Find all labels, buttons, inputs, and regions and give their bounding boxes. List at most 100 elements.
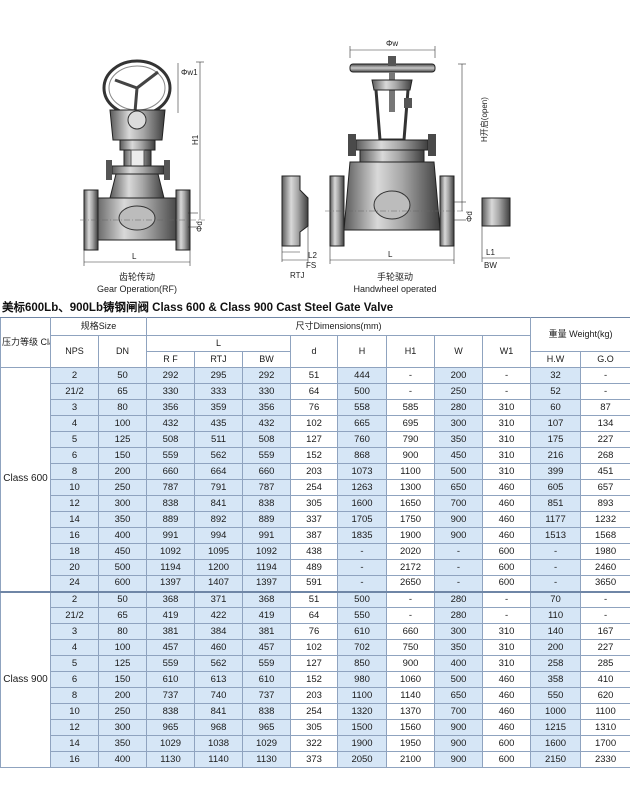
cell-w: 900 — [434, 527, 484, 544]
cell-nps: 14 — [50, 511, 99, 528]
cell-w1: 310 — [482, 463, 532, 480]
cell-w1: 600 — [482, 543, 532, 560]
cell-d: 305 — [290, 495, 339, 512]
cell-d: 373 — [290, 751, 339, 768]
cell-d: 254 — [290, 479, 339, 496]
cell-weight-go: - — [580, 607, 630, 624]
cell-l-rf: 1397 — [146, 575, 196, 592]
cell-dn: 350 — [97, 511, 148, 528]
cell-w: 250 — [434, 383, 484, 400]
cell-w: - — [434, 575, 484, 592]
cell-weight-go: 227 — [580, 639, 630, 656]
cell-l-rf: 457 — [146, 639, 196, 656]
cell-h: 760 — [337, 431, 388, 448]
cell-l-rtj: 1200 — [194, 559, 244, 576]
cell-w1: 460 — [482, 479, 532, 496]
cell-nps: 12 — [50, 495, 99, 512]
bw-end-detail — [481, 197, 511, 227]
rtj-flange-detail — [281, 175, 309, 247]
cell-l-bw: 508 — [242, 431, 292, 448]
cell-weight-go: 657 — [580, 479, 630, 496]
cell-w1: 460 — [482, 719, 532, 736]
cell-nps: 21/2 — [50, 607, 99, 624]
cell-dn: 80 — [97, 623, 148, 640]
cell-weight-hw: 107 — [530, 415, 582, 432]
cell-w1: 310 — [482, 447, 532, 464]
cell-h: - — [337, 543, 388, 560]
cell-l-rf: 508 — [146, 431, 196, 448]
cell-weight-go: 3650 — [580, 575, 630, 592]
cell-h1: - — [386, 607, 436, 624]
cell-d: 102 — [290, 415, 339, 432]
cell-h1: 900 — [386, 655, 436, 672]
cell-l-rtj: 892 — [194, 511, 244, 528]
cell-dn: 400 — [97, 751, 148, 768]
cell-l-rf: 838 — [146, 703, 196, 720]
cell-w: 900 — [434, 511, 484, 528]
cell-h: 1073 — [337, 463, 388, 480]
right-rtj-label: RTJ — [290, 271, 305, 280]
cell-w: 280 — [434, 590, 484, 608]
cell-l-rtj: 664 — [194, 463, 244, 480]
cell-h: 868 — [337, 447, 388, 464]
cell-d: 387 — [290, 527, 339, 544]
cell-nps: 14 — [50, 735, 99, 752]
cell-l-rtj: 968 — [194, 719, 244, 736]
cell-l-bw: 838 — [242, 495, 292, 512]
cell-l-rf: 838 — [146, 495, 196, 512]
cell-w: 900 — [434, 751, 484, 768]
cell-l-bw: 368 — [242, 590, 292, 608]
cell-w: 700 — [434, 495, 484, 512]
cell-nps: 4 — [50, 415, 99, 432]
cell-l-rtj: 791 — [194, 479, 244, 496]
cell-weight-hw: 175 — [530, 431, 582, 448]
cell-l-rtj: 384 — [194, 623, 244, 640]
cell-h1: 660 — [386, 623, 436, 640]
cell-w1: 310 — [482, 399, 532, 416]
right-caption-cn: 手轮驱动 — [377, 271, 413, 282]
left-phi-d-label: Φd — [195, 221, 204, 232]
cell-h1: 1750 — [386, 511, 436, 528]
cell-h: 1900 — [337, 735, 388, 752]
cell-l-rtj: 1407 — [194, 575, 244, 592]
cell-h: 2050 — [337, 751, 388, 768]
class-cell: Class 900 — [0, 590, 51, 768]
cell-l-rtj: 435 — [194, 415, 244, 432]
cell-l-rf: 787 — [146, 479, 196, 496]
cell-weight-hw: 399 — [530, 463, 582, 480]
cell-l-rtj: 422 — [194, 607, 244, 624]
cell-dn: 50 — [97, 367, 148, 384]
cell-weight-hw: 258 — [530, 655, 582, 672]
cell-weight-hw: 851 — [530, 495, 582, 512]
cell-d: 152 — [290, 447, 339, 464]
cell-nps: 10 — [50, 703, 99, 720]
header-hw: H.W — [530, 351, 582, 368]
cell-w: 700 — [434, 703, 484, 720]
cell-weight-hw: 358 — [530, 671, 582, 688]
cell-weight-hw: - — [530, 543, 582, 560]
cell-nps: 6 — [50, 447, 99, 464]
cell-weight-go: 1232 — [580, 511, 630, 528]
cell-dn: 450 — [97, 543, 148, 560]
cell-h1: 2020 — [386, 543, 436, 560]
cell-w: 500 — [434, 671, 484, 688]
cell-l-bw: 330 — [242, 383, 292, 400]
cell-weight-hw: - — [530, 575, 582, 592]
cell-weight-hw: 1215 — [530, 719, 582, 736]
right-l1-label: L1 — [486, 248, 495, 257]
cell-weight-go: 1100 — [580, 703, 630, 720]
right-caption-en: Handwheel operated — [353, 284, 436, 294]
cell-d: 64 — [290, 383, 339, 400]
